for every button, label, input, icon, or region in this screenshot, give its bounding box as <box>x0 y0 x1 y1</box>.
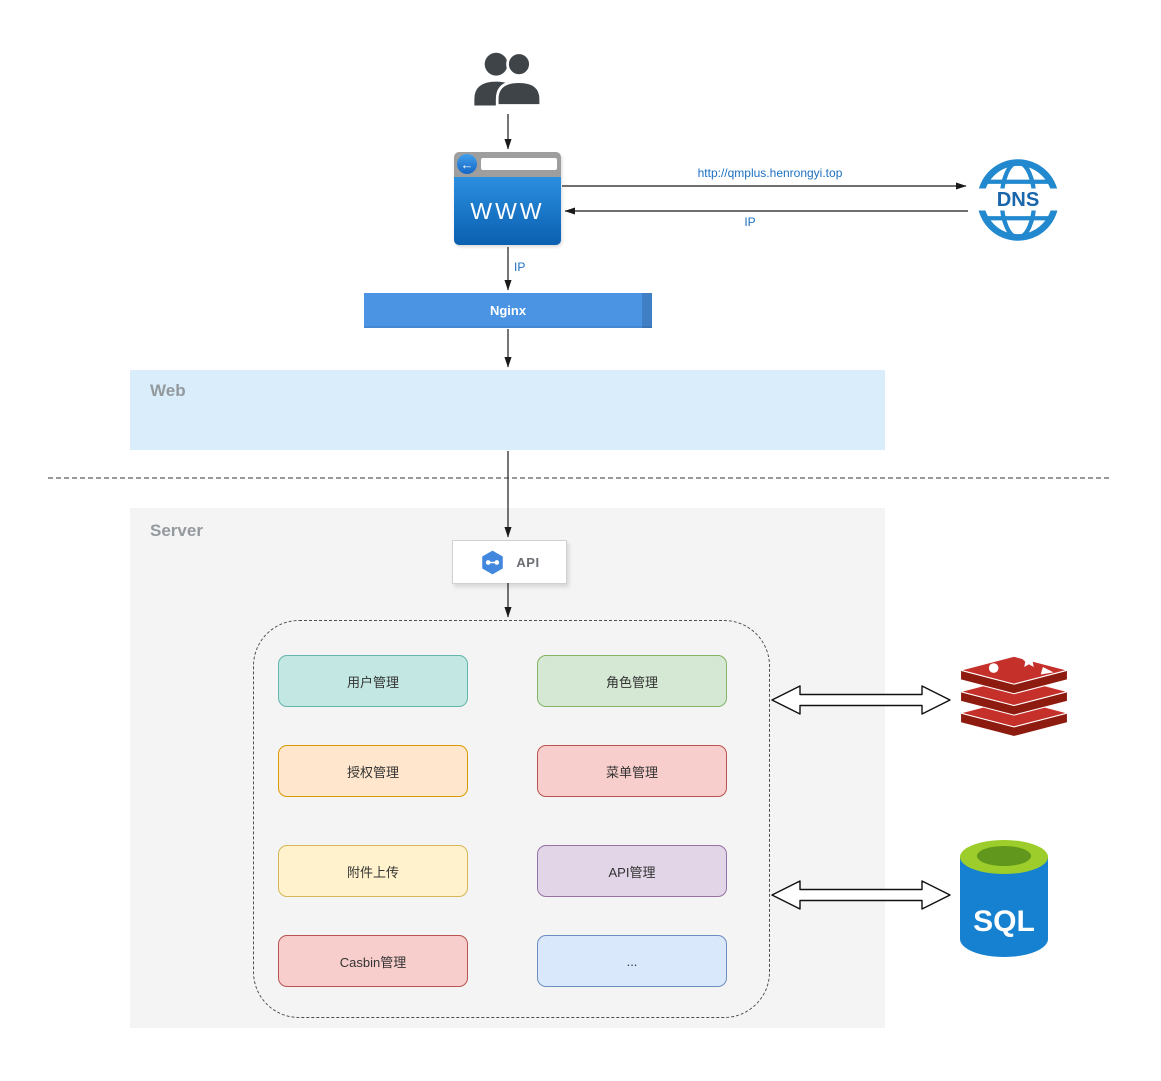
module-box: Casbin管理 <box>278 935 468 987</box>
redis-stack-graphic <box>958 652 1070 738</box>
nginx-label: Nginx <box>489 303 527 318</box>
module-box: 授权管理 <box>278 745 468 797</box>
browser-body: WWW <box>454 177 561 245</box>
sql-database-icon: SQL <box>952 833 1056 970</box>
edge-label-ip-to-nginx: IP <box>514 260 526 274</box>
back-arrow-icon: ← <box>457 154 477 174</box>
browser-toolbar: ← <box>454 152 561 177</box>
edge-label-url: http://qmplus.henrongyi.top <box>697 166 843 180</box>
module-box: 角色管理 <box>537 655 727 707</box>
module-box: 用户管理 <box>278 655 468 707</box>
users-icon-graphic <box>474 51 543 107</box>
web-zone: Web <box>130 370 885 450</box>
module-box: 菜单管理 <box>537 745 727 797</box>
api-label: API <box>516 554 540 570</box>
sql-label: SQL <box>973 905 1035 938</box>
api-hexagon-icon <box>482 550 504 574</box>
users-icon <box>470 50 544 116</box>
nginx-node: Nginx <box>364 293 652 328</box>
api-node: API <box>452 540 567 584</box>
module-box: API管理 <box>537 845 727 897</box>
dns-globe-icon: DNS <box>970 152 1066 253</box>
redis-icon <box>955 652 1073 749</box>
browser-label: WWW <box>470 197 545 224</box>
module-box: 附件上传 <box>278 845 468 897</box>
dns-label: DNS <box>997 189 1040 211</box>
browser-window: ← WWW <box>454 152 561 245</box>
module-box: ... <box>537 935 727 987</box>
browser-address-bar <box>481 158 557 170</box>
server-zone-label: Server <box>150 521 203 540</box>
dns-globe-graphic: DNS <box>970 159 1066 241</box>
web-zone-label: Web <box>150 381 186 400</box>
sql-database-graphic: SQL <box>960 840 1048 957</box>
module-container: 用户管理 角色管理授权管理 菜单管理附件上传 API管理 Casbin管理... <box>253 620 770 1018</box>
edge-label-ip-dns-return: IP <box>744 215 756 229</box>
